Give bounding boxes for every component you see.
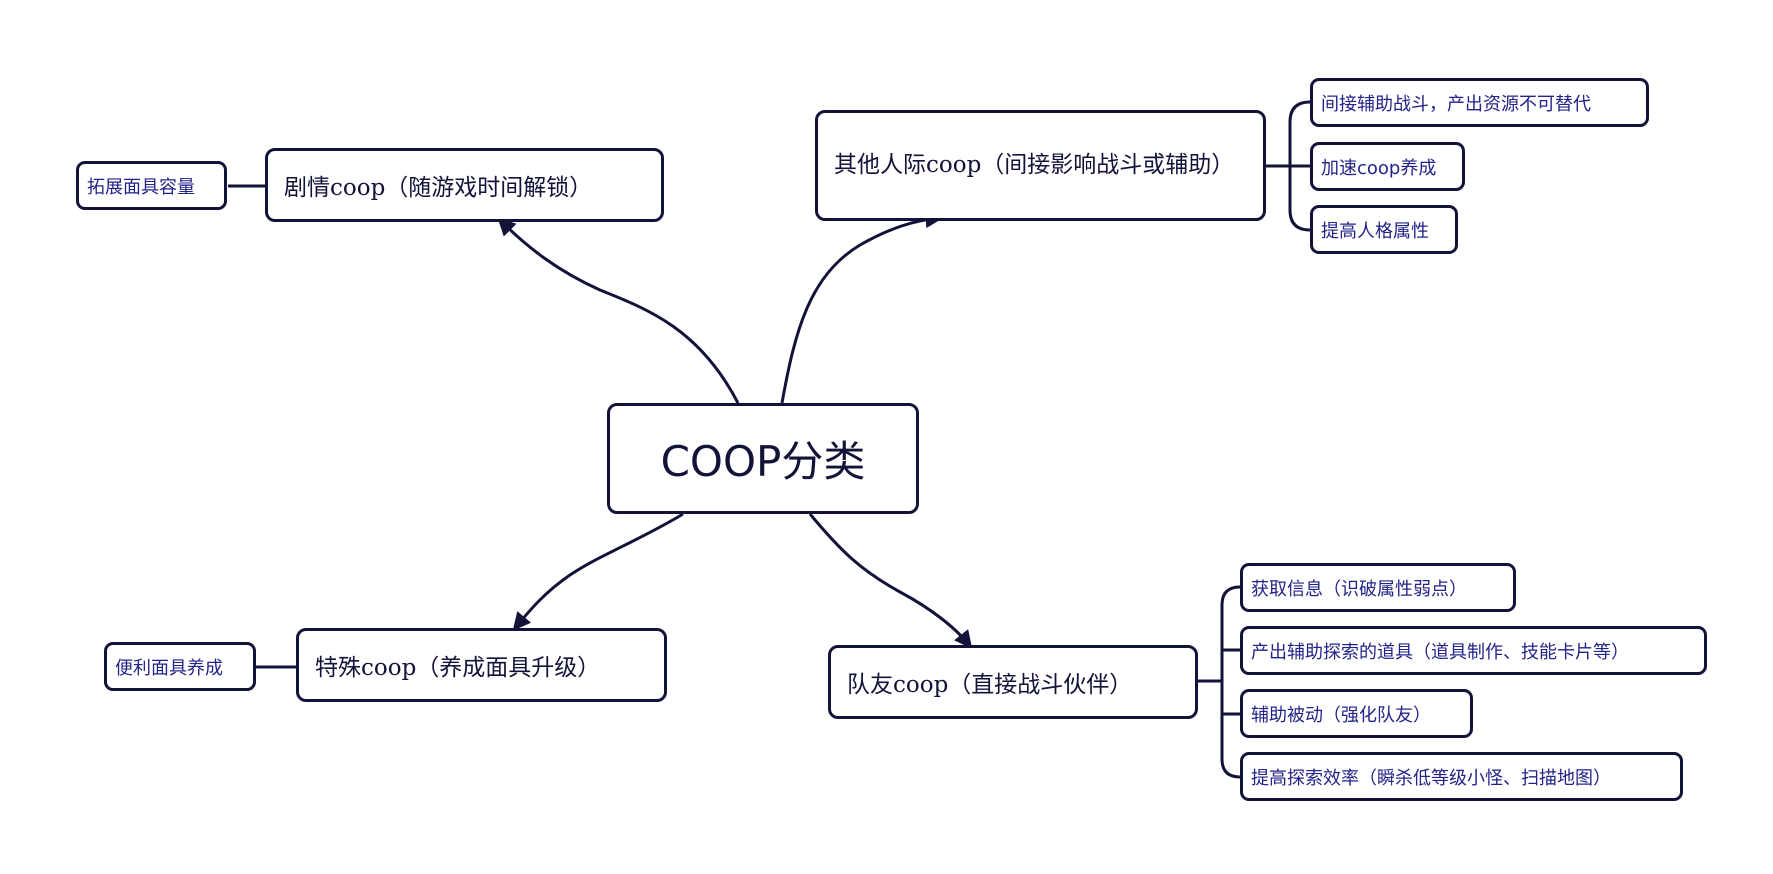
leaf-social-1[interactable]: 间接辅助战斗，产出资源不可替代 <box>1310 78 1649 127</box>
branch-social[interactable]: 其他人际coop（间接影响战斗或辅助） <box>815 110 1266 221</box>
leaf-social-3-label: 提高人格属性 <box>1321 220 1429 242</box>
edge-root-story <box>497 217 740 404</box>
leaf-story-1-label: 拓展面具容量 <box>87 176 195 198</box>
edge-root-special <box>512 512 684 631</box>
leaf-teammate-1[interactable]: 获取信息（识破属性弱点） <box>1240 563 1516 612</box>
leaf-teammate-2[interactable]: 产出辅助探索的道具（道具制作、技能卡片等） <box>1240 626 1707 675</box>
leaf-social-1-label: 间接辅助战斗，产出资源不可替代 <box>1321 93 1591 115</box>
leaf-special-1-label: 便利面具养成 <box>115 657 223 679</box>
edge-teammate-bracket <box>1220 585 1241 779</box>
leaf-social-3[interactable]: 提高人格属性 <box>1310 205 1458 254</box>
leaf-teammate-1-label: 获取信息（识破属性弱点） <box>1251 578 1467 600</box>
leaf-teammate-3[interactable]: 辅助被动（强化队友） <box>1240 689 1473 738</box>
branch-special-label: 特殊coop（养成面具升级） <box>315 655 601 681</box>
edge-root-teammate <box>808 513 973 649</box>
branch-social-label: 其他人际coop（间接影响战斗或辅助） <box>834 151 1235 178</box>
edge-root-social <box>780 210 944 404</box>
branch-special[interactable]: 特殊coop（养成面具升级） <box>296 628 667 702</box>
leaf-social-2[interactable]: 加速coop养成 <box>1310 142 1465 191</box>
leaf-teammate-3-label: 辅助被动（强化队友） <box>1251 704 1431 726</box>
leaf-teammate-2-label: 产出辅助探索的道具（道具制作、技能卡片等） <box>1251 641 1629 663</box>
leaf-story-1[interactable]: 拓展面具容量 <box>76 161 227 210</box>
leaf-teammate-4[interactable]: 提高探索效率（瞬杀低等级小怪、扫描地图） <box>1240 752 1683 801</box>
leaf-special-1[interactable]: 便利面具养成 <box>104 642 256 691</box>
branch-story[interactable]: 剧情coop（随游戏时间解锁） <box>265 148 664 222</box>
branch-story-label: 剧情coop（随游戏时间解锁） <box>284 175 593 201</box>
root-node[interactable]: COOP分类 <box>607 403 919 514</box>
branch-teammate[interactable]: 队友coop（直接战斗伙伴） <box>828 645 1198 719</box>
root-label: COOP分类 <box>660 437 866 486</box>
leaf-social-2-label: 加速coop养成 <box>1321 157 1437 179</box>
leaf-teammate-4-label: 提高探索效率（瞬杀低等级小怪、扫描地图） <box>1251 767 1611 789</box>
branch-teammate-label: 队友coop（直接战斗伙伴） <box>847 672 1133 698</box>
